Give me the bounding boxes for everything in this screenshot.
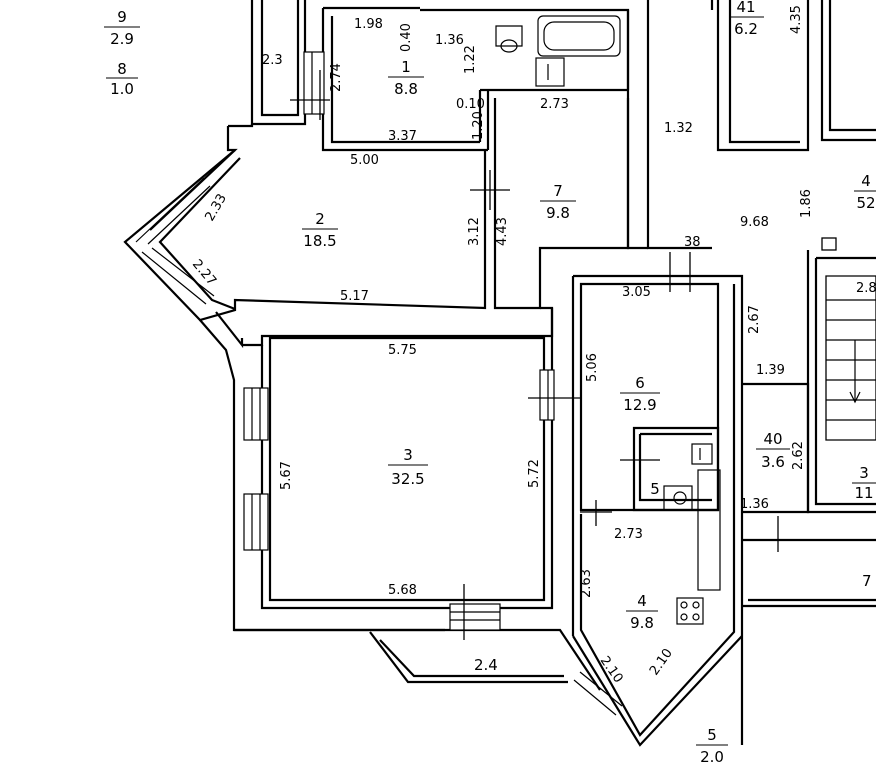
dim-r1-bottom: 3.37 <box>388 129 417 144</box>
dim-r1-top: 1.98 <box>354 17 383 32</box>
dim-r6-left: 5.06 <box>585 353 600 382</box>
svg-text:2.0: 2.0 <box>700 748 724 766</box>
dim-r4-b: 2.10 <box>647 646 676 678</box>
svg-text:3.6: 3.6 <box>761 453 785 471</box>
toilet-icon <box>663 485 693 511</box>
svg-text:1: 1 <box>401 58 411 76</box>
svg-text:4: 4 <box>861 172 871 190</box>
room-40: 403.6 <box>756 430 790 471</box>
dim-r2-top: 5.00 <box>350 153 379 168</box>
svg-text:41: 41 <box>736 0 755 16</box>
dim-balc-left: 2.74 <box>329 63 344 92</box>
room-41: 416.2 <box>730 0 764 38</box>
dim-r4-left: 2.63 <box>579 569 594 598</box>
svg-text:4: 4 <box>637 592 647 610</box>
svg-text:40: 40 <box>763 430 782 448</box>
dim-r40-top: 1.39 <box>756 363 785 378</box>
shower-icon <box>697 469 721 591</box>
svg-text:52: 52 <box>856 194 875 212</box>
room-2: 218.5 <box>302 210 338 250</box>
bathtub-icon <box>537 15 621 57</box>
sink-icon <box>535 57 565 87</box>
dim-bath-b: 0.10 <box>456 97 485 112</box>
svg-text:5: 5 <box>650 480 660 498</box>
dim-r40-h: 2.62 <box>791 441 806 470</box>
dimension-lines <box>290 70 779 640</box>
room-4: 49.8 <box>626 592 658 632</box>
windows <box>135 51 623 716</box>
dim-r3-right: 5.72 <box>527 459 542 488</box>
dim-hall-v: 2.67 <box>747 305 762 334</box>
room-1: 18.8 <box>388 58 424 98</box>
svg-text:2.9: 2.9 <box>110 30 134 48</box>
dim-hall-h: 1.86 <box>799 189 814 218</box>
dim-r2-right: 3.12 <box>467 217 482 246</box>
dim-r2-b: 2.27 <box>189 257 219 289</box>
stair-arrow-icon <box>849 340 861 404</box>
stove-icon <box>676 597 704 625</box>
dim-hall-top: 1.32 <box>664 121 693 136</box>
svg-text:6: 6 <box>635 374 645 392</box>
svg-text:8.8: 8.8 <box>394 80 418 98</box>
dim-bath-a: 1.22 <box>463 45 478 74</box>
svg-text:9: 9 <box>117 8 127 26</box>
room-3-right: 311 <box>852 464 876 502</box>
dimension-labels: 1.98 0.40 1.36 3.37 2.74 2.3 1.22 0.10 1… <box>189 5 876 686</box>
svg-text:3: 3 <box>403 446 413 464</box>
walls <box>123 0 876 747</box>
room-4-right: 452 <box>854 172 876 212</box>
dim-balc-w: 2.3 <box>262 53 283 68</box>
svg-text:2: 2 <box>315 210 325 228</box>
room-9: 92.9 <box>104 8 140 48</box>
room-7: 79.8 <box>540 182 576 222</box>
dim-r41-side: 4.35 <box>789 5 804 34</box>
dim-right-a: 2.8 <box>856 281 876 296</box>
dim-r3-bottom: 5.68 <box>388 583 417 598</box>
room-6: 612.9 <box>620 374 660 414</box>
dim-r1-ws: 1.36 <box>435 33 464 48</box>
toilet-icon <box>495 25 523 47</box>
room-3: 332.5 <box>388 446 428 488</box>
dim-r3-left: 5.67 <box>279 461 294 490</box>
svg-text:8: 8 <box>117 60 127 78</box>
svg-text:11: 11 <box>854 484 873 502</box>
svg-text:12.9: 12.9 <box>623 396 656 414</box>
svg-text:5: 5 <box>707 726 717 744</box>
svg-text:18.5: 18.5 <box>303 232 336 250</box>
dim-bath-w: 2.73 <box>540 97 569 112</box>
dim-right-b: 7 <box>862 572 872 590</box>
room-5: 5 <box>650 480 660 498</box>
fixtures <box>495 15 876 625</box>
dim-hall-w: 38 <box>684 235 701 250</box>
dim-balc2-w: 2.4 <box>474 656 498 674</box>
dim-r1-right: 0.40 <box>399 23 414 52</box>
svg-text:9.8: 9.8 <box>546 204 570 222</box>
svg-text:1.0: 1.0 <box>110 80 134 98</box>
svg-text:9.8: 9.8 <box>630 614 654 632</box>
dim-r6-top: 3.05 <box>622 285 651 300</box>
room-labels: 18.8 218.5 332.5 49.8 5 612.9 79.8 81.0 … <box>104 0 876 766</box>
svg-text:6.2: 6.2 <box>734 20 758 38</box>
dim-r2-bottom: 5.17 <box>340 289 369 304</box>
dim-r2-a: 2.33 <box>202 191 229 224</box>
dim-r7-h: 4.43 <box>495 217 510 246</box>
svg-text:3: 3 <box>859 464 869 482</box>
dim-hall-len: 9.68 <box>740 215 769 230</box>
dim-bath-c: 1.20 <box>471 111 486 140</box>
dim-r40-bottom: 1.36 <box>740 497 769 512</box>
sink-icon <box>691 443 713 465</box>
dim-r3-top: 5.75 <box>388 343 417 358</box>
svg-text:32.5: 32.5 <box>391 470 424 488</box>
room-5-outer: 52.0 <box>696 726 728 766</box>
dim-r5-w: 2.73 <box>614 527 643 542</box>
svg-text:7: 7 <box>553 182 563 200</box>
room-8: 81.0 <box>106 60 138 98</box>
